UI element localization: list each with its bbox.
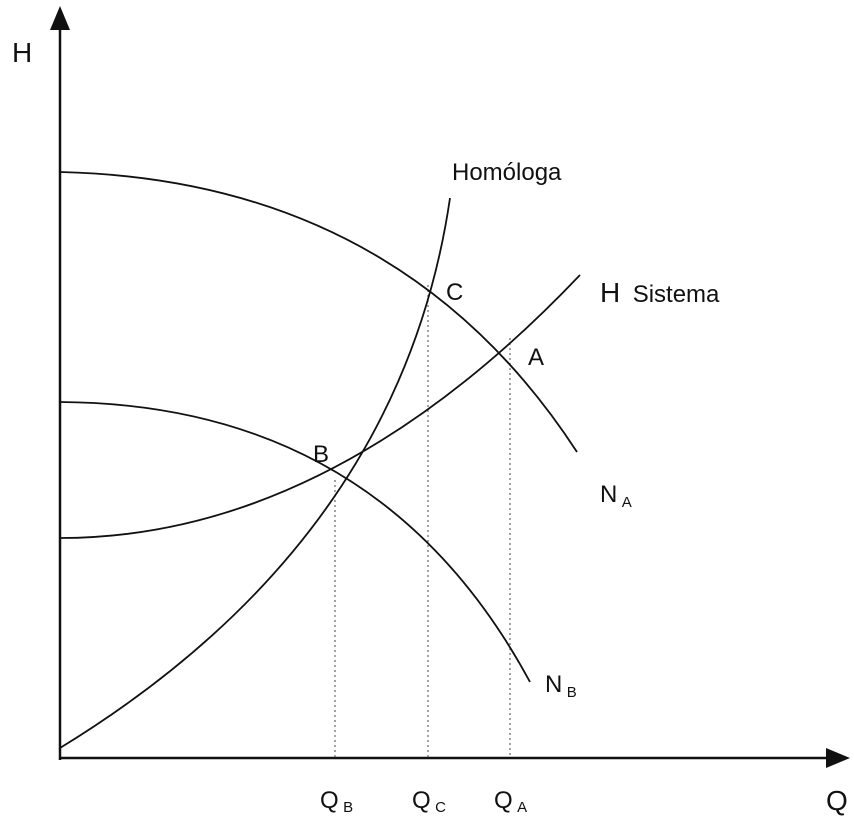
- curve-na: [59, 171, 578, 453]
- point-b-label: B: [313, 441, 329, 468]
- x-axis-arrow: [826, 748, 850, 768]
- label-na: N A: [600, 481, 632, 511]
- curve-homologa: [59, 197, 451, 749]
- label-nb: N B: [545, 671, 577, 701]
- tick-qa: Q A: [494, 787, 527, 816]
- point-c-label: C: [446, 279, 463, 306]
- label-sistema: H Sistema: [600, 277, 720, 308]
- curve-nb: [59, 401, 531, 683]
- point-a-label: A: [528, 344, 544, 371]
- x-axis-label: Q: [826, 785, 848, 816]
- tick-qc: Q C: [412, 787, 446, 816]
- y-axis-label: H: [12, 37, 32, 68]
- tick-qb: Q B: [320, 787, 353, 816]
- y-axis-arrow: [50, 6, 70, 30]
- label-homologa: Homóloga: [452, 159, 562, 186]
- curve-sistema: [59, 274, 581, 539]
